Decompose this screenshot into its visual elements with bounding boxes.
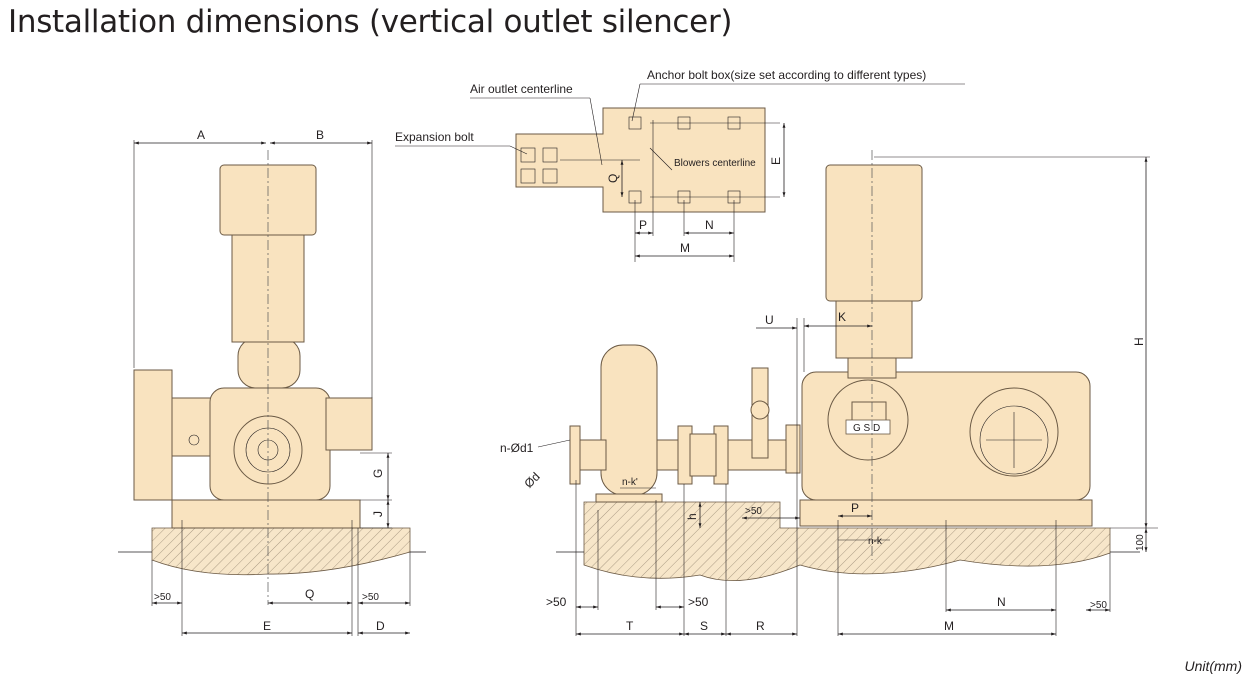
anchor-bolt-box-label: Anchor bolt box(size set according to di… [647, 68, 926, 82]
dim-D: D [376, 619, 385, 633]
dim-E-plan: E [769, 157, 783, 165]
dim-M-side: M [944, 619, 954, 633]
dim-P-side: P [851, 501, 859, 515]
front-foundation [151, 527, 411, 576]
dim-n-k: n-k [868, 536, 883, 547]
air-outlet-centerline-label: Air outlet centerline [470, 82, 573, 96]
gsd-label: G S D [853, 423, 880, 434]
dim-N-side: N [997, 595, 1006, 609]
inlet-flange [569, 425, 581, 485]
blowers-centerline-label: Blowers centerline [674, 158, 756, 169]
side-silencer-lower [835, 295, 913, 359]
front-silencer-lower [231, 231, 305, 343]
dim-gt50-front-right: >50 [362, 592, 379, 603]
dim-K: K [838, 310, 846, 324]
dim-T: T [626, 619, 634, 633]
dim-U: U [765, 313, 774, 327]
dim-od: Ød [522, 470, 543, 491]
plan-view: Q P N M E Anchor bolt box(size set accor… [395, 68, 965, 262]
dim-gt50-a: >50 [546, 595, 567, 609]
dim-M-plan: M [680, 241, 690, 255]
side-silencer-upper [825, 164, 923, 302]
dim-Q-plan: Q [606, 174, 620, 183]
expansion-bolt-label: Expansion bolt [395, 130, 474, 144]
dim-H: H [1132, 337, 1146, 346]
dim-n-od1: n-Ød1 [500, 441, 534, 455]
unit-label: Unit(mm) [1184, 658, 1242, 674]
dim-gt50-side-right: >50 [1090, 600, 1107, 611]
dim-A: A [197, 128, 205, 142]
dim-S: S [700, 619, 708, 633]
dim-N-plan: N [705, 218, 714, 232]
dim-R: R [756, 619, 765, 633]
dim-gt50-b: >50 [688, 595, 709, 609]
dim-h: h [685, 513, 699, 520]
dim-gt50-mid: >50 [745, 506, 762, 517]
front-base [171, 499, 361, 529]
dim-gt50-front-left: >50 [154, 592, 171, 603]
page-title: Installation dimensions (vertical outlet… [8, 4, 733, 40]
side-view: G S D H 100 U K n-Ød1 Ød n-k' h [500, 150, 1158, 636]
side-foundation [583, 501, 1111, 582]
dim-B: B [316, 128, 324, 142]
plan-outline [515, 107, 766, 213]
front-motor-block [133, 369, 173, 501]
front-outlet-pipe [237, 337, 301, 389]
dim-P-plan: P [639, 218, 647, 232]
dim-E-front: E [263, 619, 271, 633]
dim-J: J [371, 511, 385, 517]
dim-G: G [371, 469, 385, 478]
side-tank [600, 344, 658, 496]
dim-n-k-prime: n-k' [622, 477, 638, 488]
dim-100: 100 [1135, 534, 1146, 551]
front-view: A B G J >50 Q >50 E D [118, 128, 426, 636]
dim-Q-front: Q [305, 587, 314, 601]
